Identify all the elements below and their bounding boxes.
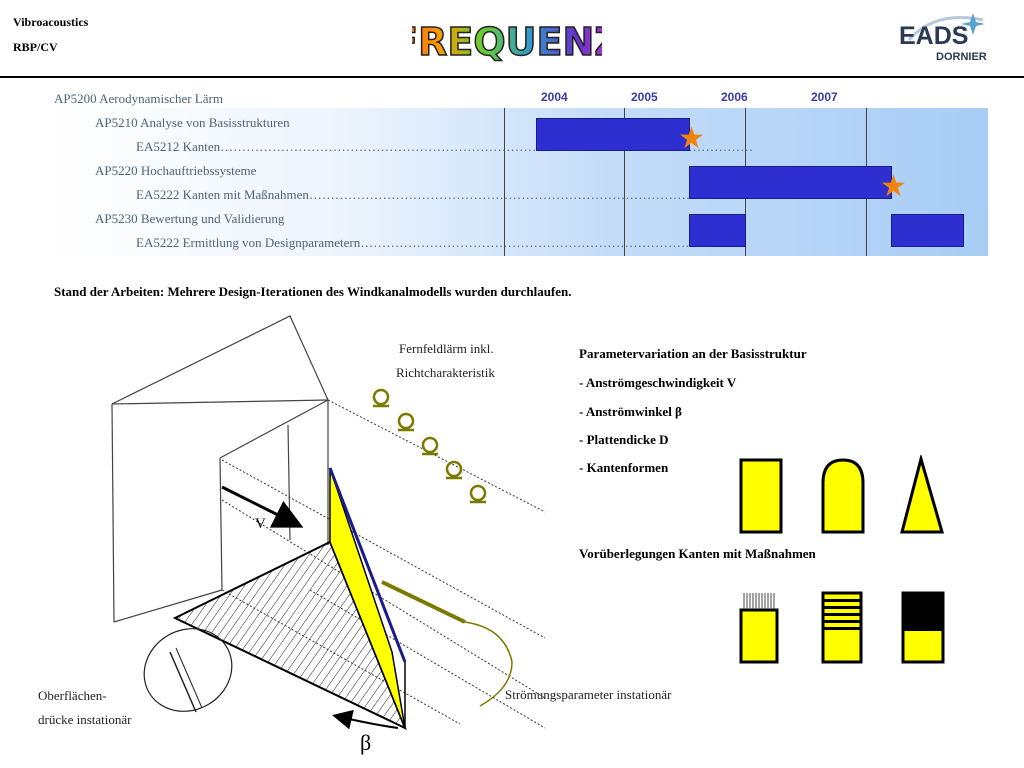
frequenz-logo-text: FREQUENZ (412, 20, 602, 64)
milestone-star-icon: ★ (678, 122, 705, 155)
sensor-icon (381, 580, 466, 624)
milestone-star-icon: ★ (880, 170, 907, 203)
gantt-row-label: AP5230 Bewertung und Validierung (95, 211, 285, 226)
prelim-title: Vorüberlegungen Kanten mit Maßnahmen (579, 546, 816, 561)
wind-tunnel-diagram (111, 315, 546, 731)
year-label: 2006 (721, 90, 748, 104)
edge-treatment-porous (901, 591, 945, 664)
header-department: Vibroacoustics (13, 15, 89, 29)
edge-treatment-brush (739, 593, 779, 664)
gantt-row-label: AP5220 Hochauftriebssysteme (95, 163, 257, 178)
gantt-bar (689, 214, 746, 247)
header-divider (0, 76, 1024, 78)
gantt-bar (536, 118, 690, 151)
eads-dornier-logo: EADS DORNIER (895, 8, 1005, 68)
status-text: Stand der Arbeiten: Mehrere Design-Itera… (54, 284, 572, 299)
gantt-divider (504, 108, 505, 256)
year-label: 2005 (631, 90, 658, 104)
star-logo-icon (961, 13, 985, 35)
far-field-label-1: Fernfeldlärm inkl. (399, 341, 494, 356)
angle-arrow-icon (332, 709, 399, 730)
gantt-row-label: AP5210 Analyse von Basisstrukturen (95, 115, 290, 130)
microphone-icon (445, 460, 463, 478)
edge-shape-sharp (900, 455, 944, 534)
microphone-icon (397, 412, 415, 430)
logo-eads-text: EADS (899, 22, 969, 50)
edge-treatments (739, 591, 945, 664)
params-item: - Anströmwinkel β (579, 404, 682, 419)
far-field-label-2: Richtcharakteristik (396, 365, 495, 380)
gantt-row-label: AP5200 Aerodynamischer Lärm (54, 91, 223, 106)
year-label: 2007 (811, 90, 838, 104)
beta-label: β (360, 730, 372, 755)
flow-parameter-label: Strömungsparameter instationär (505, 687, 672, 702)
params-title: Parametervariation an der Basisstruktur (579, 346, 807, 361)
gantt-bar (689, 166, 892, 199)
surface-pressure-label-2: drücke instationär (38, 712, 132, 727)
params-item: - Kantenformen (579, 460, 669, 475)
logo-dornier-text: DORNIER (936, 51, 987, 63)
microphone-icon (469, 484, 487, 502)
edge-shape-round (821, 458, 865, 534)
header-code: RBP/CV (13, 40, 58, 54)
surface-pressure-label-1: Oberflächen- (38, 688, 107, 703)
edge-treatment-slotted (821, 591, 863, 664)
params-item: - Plattendicke D (579, 432, 669, 447)
edge-shape-square (739, 458, 783, 534)
velocity-arrow-icon (221, 485, 304, 528)
gantt-divider (624, 108, 625, 256)
params-item: - Anströmgeschwindigkeit V (579, 375, 737, 390)
gantt-row-label: EA5222 Ermittlung von Designparametern……… (136, 235, 699, 250)
microphone-icon (421, 436, 439, 454)
edge-shapes (739, 455, 944, 534)
gantt-row-label: EA5222 Kanten mit Maßnahmen…………………………………… (136, 187, 725, 202)
year-label: 2004 (541, 90, 568, 104)
velocity-label: V (255, 516, 266, 532)
microphone-icon (372, 388, 390, 406)
gantt-bar (891, 214, 964, 247)
mount-ellipse (143, 628, 233, 712)
frequenz-logo: FREQUENZ (412, 19, 602, 65)
